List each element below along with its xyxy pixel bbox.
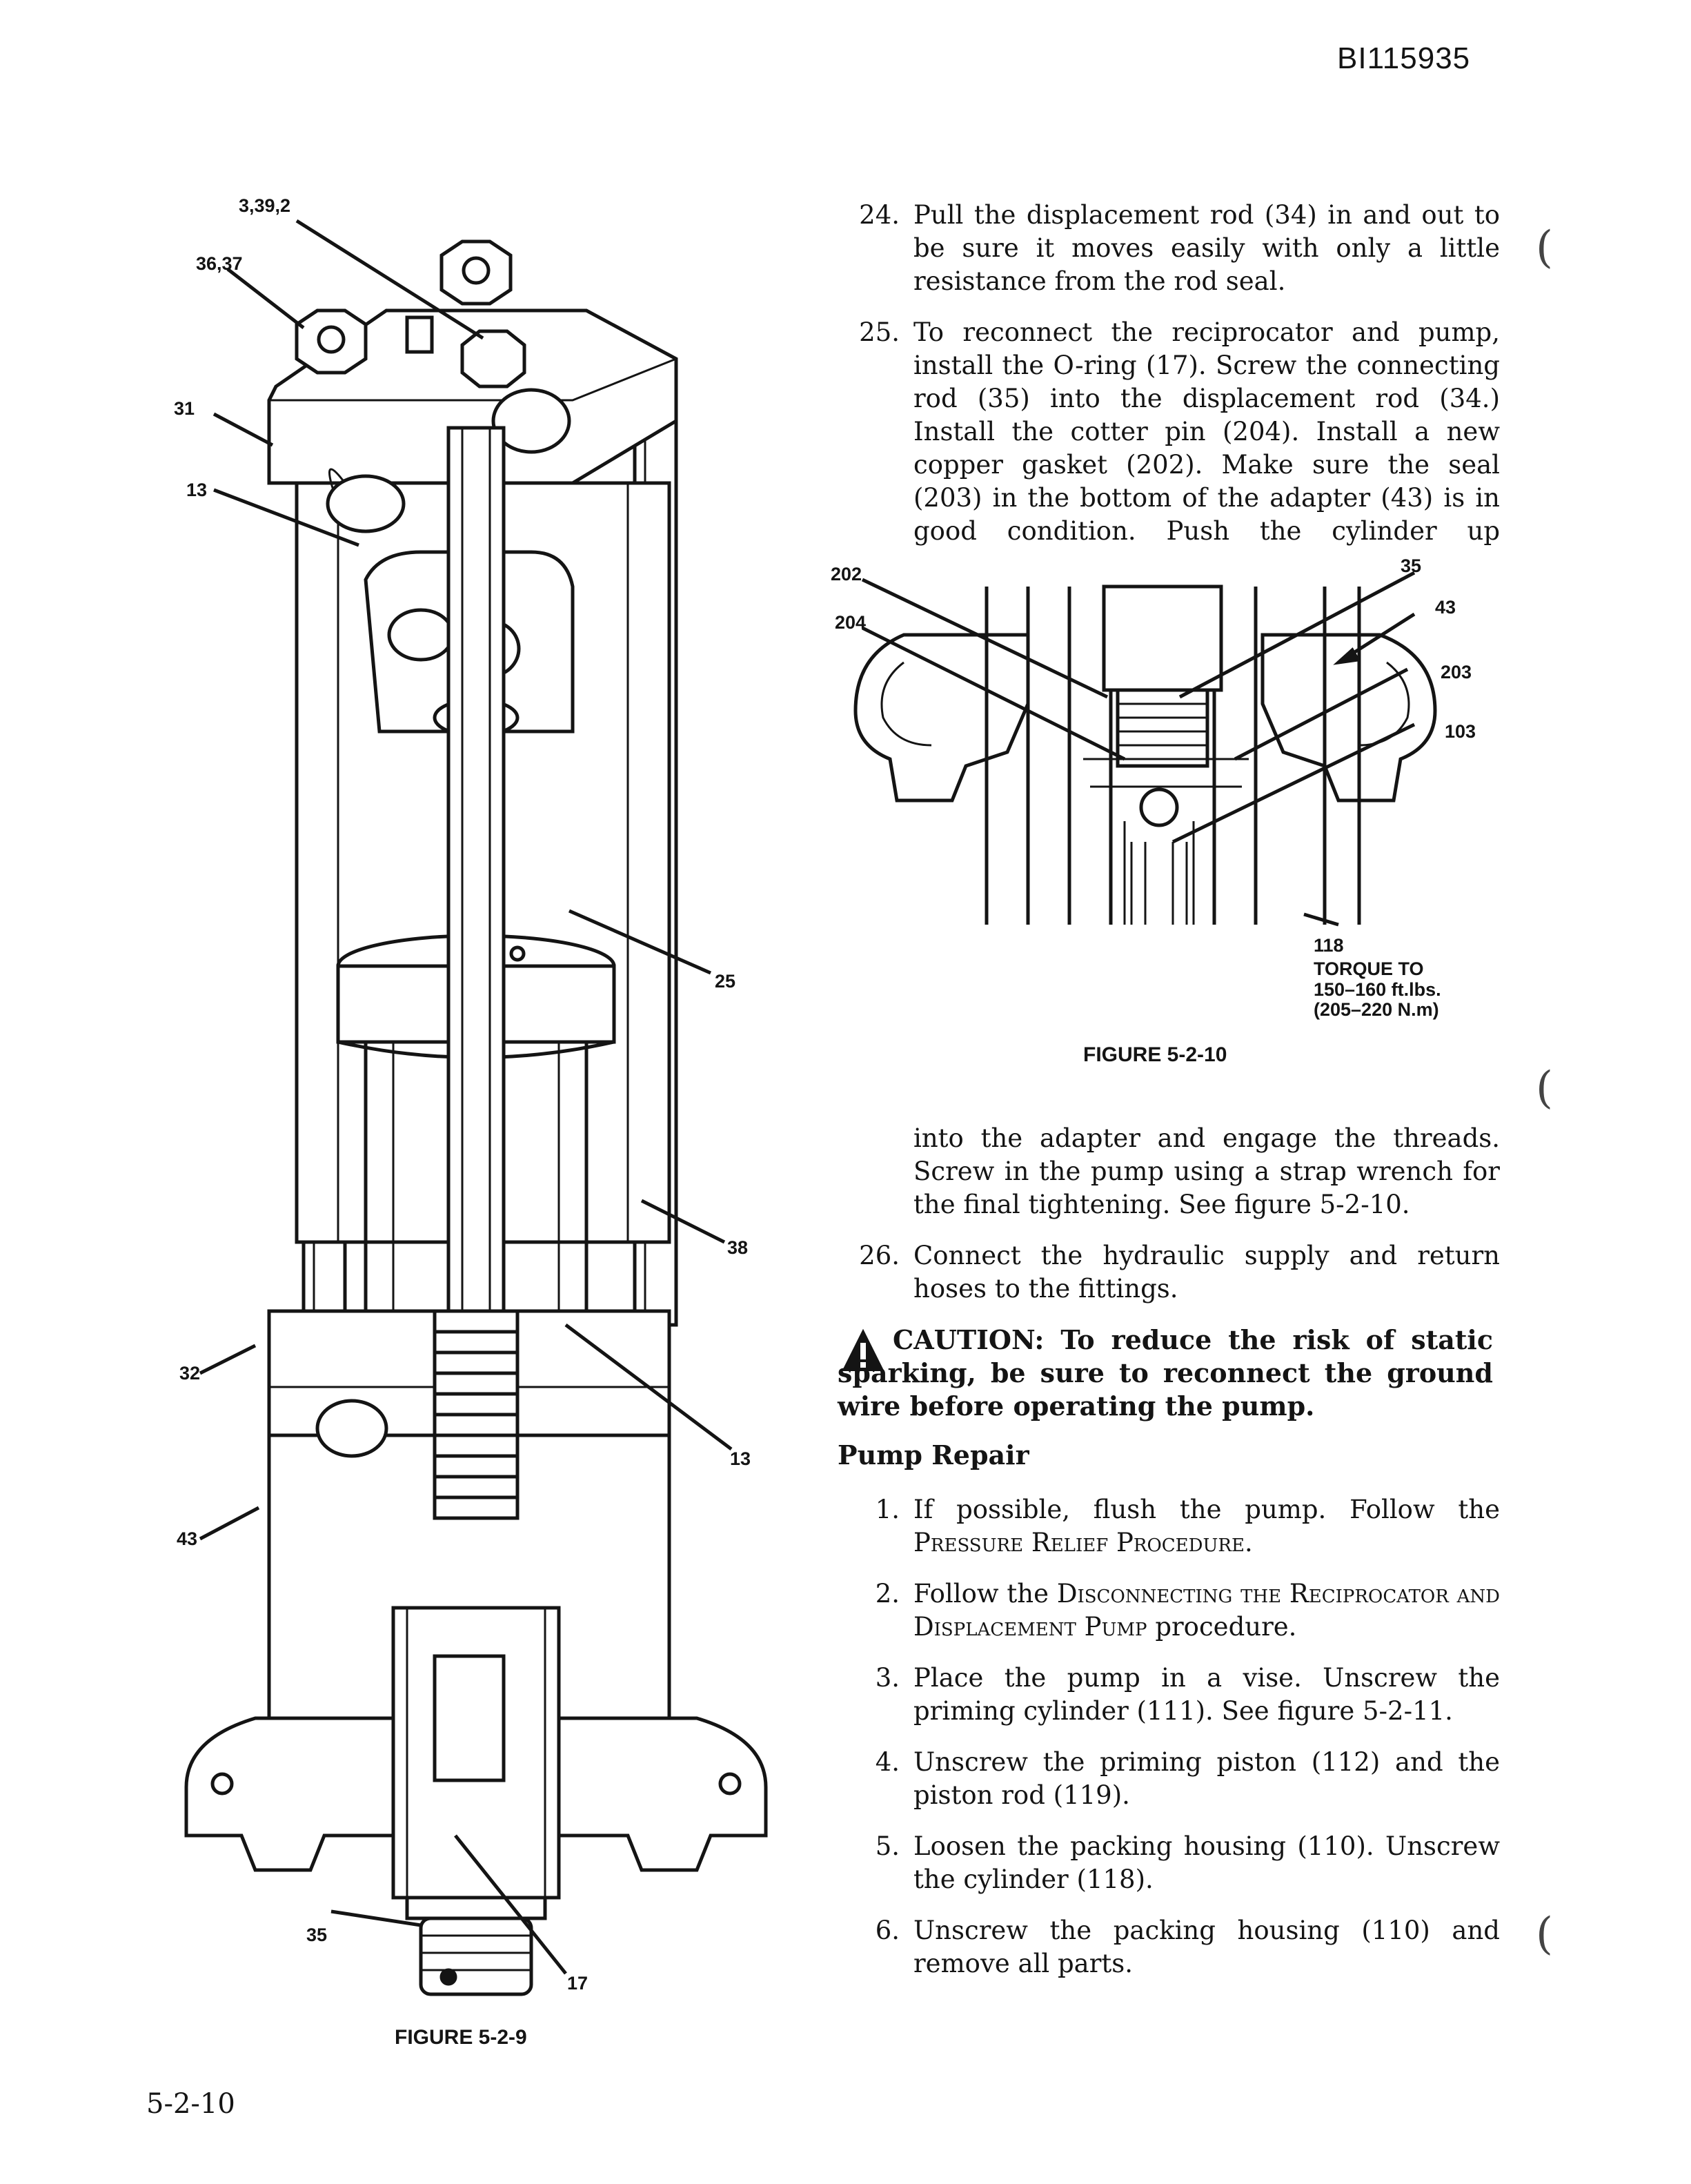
- step-number: 25.: [859, 317, 900, 347]
- step-text-part: Follow the: [913, 1579, 1049, 1609]
- section-heading: Pump Repair: [838, 1439, 1029, 1470]
- repair-step-1: 1. If possible, flush the pump. Follow t…: [844, 1493, 1500, 1560]
- air-inlet-fitting: [326, 474, 406, 533]
- cap-nut-left: [295, 308, 368, 375]
- callout-35: 35: [1401, 555, 1422, 576]
- adapter-detail-drawing: [853, 571, 1437, 927]
- callout-43: 43: [177, 1528, 198, 1549]
- step-text: Connect the hydraulic supply and return …: [913, 1241, 1500, 1303]
- step-text: Unscrew the packing housing (110) and re…: [913, 1916, 1500, 1978]
- displacement-rod: [1102, 584, 1223, 692]
- cap-nut-top: [439, 239, 513, 306]
- leader-204: [861, 626, 1126, 761]
- repair-step-4: 4. Unscrew the priming piston (112) and …: [844, 1746, 1500, 1812]
- step-number: 4.: [875, 1747, 900, 1777]
- leader-38: [640, 1199, 726, 1244]
- callout-3-39-2: 3,39,2: [239, 195, 291, 216]
- step-25-continued: into the adapter and engage the threads.…: [844, 1122, 1500, 1221]
- callout-118: 118: [1314, 935, 1344, 956]
- outlet-fitting: [315, 1399, 388, 1458]
- caution-text: CAUTION: To reduce the risk of static sp…: [838, 1324, 1493, 1423]
- warning-triangle-icon: [842, 1328, 884, 1371]
- callout-203: 203: [1441, 662, 1472, 682]
- leader-43: [199, 1506, 260, 1541]
- step-text: into the adapter and engage the threads.…: [913, 1123, 1500, 1219]
- flange-left: [853, 633, 1030, 803]
- step-text: Loosen the packing housing (110). Unscre…: [913, 1831, 1500, 1894]
- callout-38: 38: [727, 1237, 749, 1258]
- steps-top-list: 24. Pull the displacement rod (34) in an…: [844, 199, 1500, 548]
- step-number: 24.: [859, 200, 900, 230]
- step-number: 3.: [875, 1663, 900, 1693]
- callout-35: 35: [306, 1925, 328, 1945]
- step-number: 26.: [859, 1241, 900, 1270]
- step-text: If possible, flush the pump. Follow the …: [913, 1493, 1500, 1560]
- step-text: Place the pump in a vise. Unscrew the pr…: [913, 1663, 1500, 1726]
- leader-36-37: [226, 268, 305, 329]
- callout-13-top: 13: [186, 480, 208, 500]
- leader-202: [861, 578, 1109, 699]
- binder-hole-mark: (: [1536, 222, 1553, 273]
- torque-note: TORQUE TO 150–160 ft.lbs. (205–220 N.m): [1314, 958, 1441, 1021]
- callout-13-bottom: 13: [730, 1448, 751, 1469]
- pump-cutaway-drawing: [184, 219, 768, 1996]
- figure-5-2-10-caption: FIGURE 5-2-10: [1083, 1043, 1227, 1066]
- page-number: 5-2-10: [146, 2088, 235, 2120]
- step-number: 1.: [875, 1495, 900, 1524]
- leader-32: [199, 1344, 257, 1375]
- callout-32: 32: [179, 1363, 201, 1384]
- leader-103: [1171, 722, 1416, 844]
- step-number: 5.: [875, 1831, 900, 1861]
- callout-43: 43: [1435, 597, 1456, 618]
- leader-118: [1303, 912, 1339, 927]
- step-text-part: procedure.: [1155, 1612, 1297, 1642]
- step-text-part: If possible, flush the pump. Follow the: [913, 1495, 1500, 1524]
- callout-202: 202: [831, 564, 862, 584]
- leader-35: [1178, 571, 1416, 699]
- callout-31: 31: [174, 398, 195, 419]
- step-text: Unscrew the priming piston (112) and the…: [913, 1747, 1500, 1810]
- leader-25: [568, 909, 712, 975]
- callout-36-37: 36,37: [196, 253, 243, 274]
- leader-13-top: [213, 488, 359, 547]
- step-text: Pull the displacement rod (34) in and ou…: [913, 200, 1500, 296]
- repair-step-3: 3. Place the pump in a vise. Unscrew the…: [844, 1662, 1500, 1728]
- callout-103: 103: [1445, 721, 1476, 742]
- repair-step-6: 6. Unscrew the packing housing (110) and…: [844, 1914, 1500, 1980]
- connecting-rod-end: [419, 1916, 533, 1996]
- document-id: BI115935: [1337, 41, 1471, 75]
- caution-message: CAUTION: To reduce the risk of static sp…: [838, 1324, 1493, 1421]
- connecting-rod-thread: [1116, 688, 1209, 768]
- figure-5-2-9-caption: FIGURE 5-2-9: [395, 2026, 527, 2049]
- repair-step-2: 2. Follow the Disconnecting the Reciproc…: [844, 1577, 1500, 1644]
- pump-cylinder: [391, 1606, 561, 1900]
- connecting-nut: [405, 1896, 547, 1920]
- rod-nut: [460, 329, 526, 388]
- binder-hole-mark: (: [1536, 1063, 1553, 1114]
- repair-steps-list: 1. If possible, flush the pump. Follow t…: [844, 1493, 1500, 1980]
- callout-204: 204: [835, 612, 867, 633]
- throat-packing-spring: [433, 1309, 520, 1520]
- step-26: 26. Connect the hydraulic supply and ret…: [844, 1239, 1500, 1306]
- binder-hole-mark: (: [1536, 1909, 1553, 1960]
- step-number: 2.: [875, 1579, 900, 1609]
- repair-step-5: 5. Loosen the packing housing (110). Uns…: [844, 1830, 1500, 1896]
- leader-17: [454, 1834, 567, 1975]
- step-25: 25. To reconnect the reciprocator and pu…: [844, 316, 1500, 548]
- steps-continued: into the adapter and engage the threads.…: [844, 1122, 1500, 1306]
- step-24: 24. Pull the displacement rod (34) in an…: [844, 199, 1500, 298]
- step-text: Follow the Disconnecting the Reciprocato…: [913, 1577, 1500, 1644]
- callout-17: 17: [567, 1973, 589, 1994]
- procedure-reference: Disconnecting the Reciprocator and Displ…: [913, 1579, 1500, 1642]
- leader-13-bottom: [564, 1324, 733, 1450]
- leader-35: [330, 1909, 422, 1927]
- step-number: 6.: [875, 1916, 900, 1945]
- procedure-reference: Pressure Relief Procedure.: [913, 1528, 1253, 1557]
- callout-25: 25: [715, 971, 736, 992]
- leader-3-39-2: [295, 219, 484, 340]
- step-text: To reconnect the reciprocator and pump, …: [913, 317, 1500, 546]
- leader-31: [212, 412, 274, 447]
- leader-203: [1234, 667, 1409, 761]
